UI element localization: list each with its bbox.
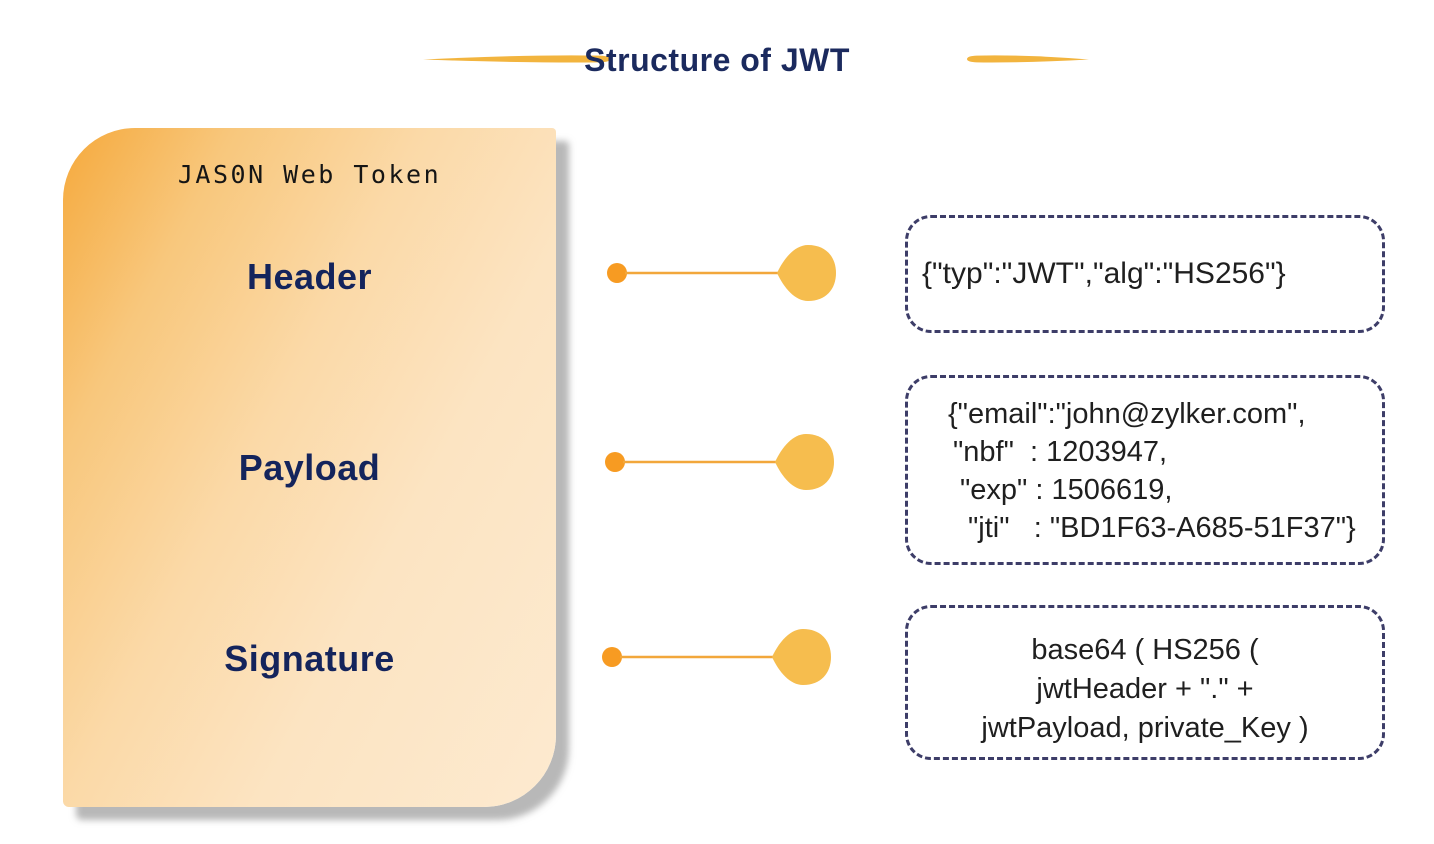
signature-formula-line: jwtPayload, private_Key ) [981, 712, 1309, 744]
title-flourish-right [967, 55, 1089, 63]
connector-blob-icon [772, 629, 831, 685]
card-heading: JAS0N Web Token [177, 160, 442, 189]
signature-formula-line: jwtHeader + "." + [1036, 673, 1254, 705]
payload-json-line: "exp" : 1506619, [960, 474, 1173, 506]
payload-json-line: {"email":"john@zylker.com", [948, 398, 1306, 430]
connector-blob-icon [777, 245, 836, 301]
connector-dot-icon [602, 647, 622, 667]
connector-dot-icon [605, 452, 625, 472]
connector-payload [605, 434, 834, 490]
header-value-box: {"typ":"JWT","alg":"HS256"} [905, 215, 1385, 333]
payload-json-line: "jti" : "BD1F63-A685-51F37"} [968, 512, 1356, 544]
connector-header [607, 245, 836, 301]
jwt-part-label-signature: Signature [224, 638, 395, 679]
connector-blob-icon [775, 434, 834, 490]
jwt-part-label-payload: Payload [238, 447, 381, 488]
page-title: Structure of JWT [584, 42, 850, 78]
signature-value-box: base64 ( HS256 ( jwtHeader + "." + jwtPa… [905, 605, 1385, 760]
title-flourish-left [423, 55, 610, 63]
payload-json-line: "nbf" : 1203947, [953, 436, 1168, 468]
payload-value-box: {"email":"john@zylker.com", "nbf" : 1203… [905, 375, 1385, 565]
jwt-part-label-header: Header [246, 256, 373, 297]
signature-formula-line: base64 ( HS256 ( [1031, 634, 1259, 666]
header-json-text: {"typ":"JWT","alg":"HS256"} [922, 257, 1286, 290]
connector-dot-icon [607, 263, 627, 283]
connector-signature [602, 629, 831, 685]
jwt-token-card: JAS0N Web Token Header Payload Signature [63, 128, 556, 807]
